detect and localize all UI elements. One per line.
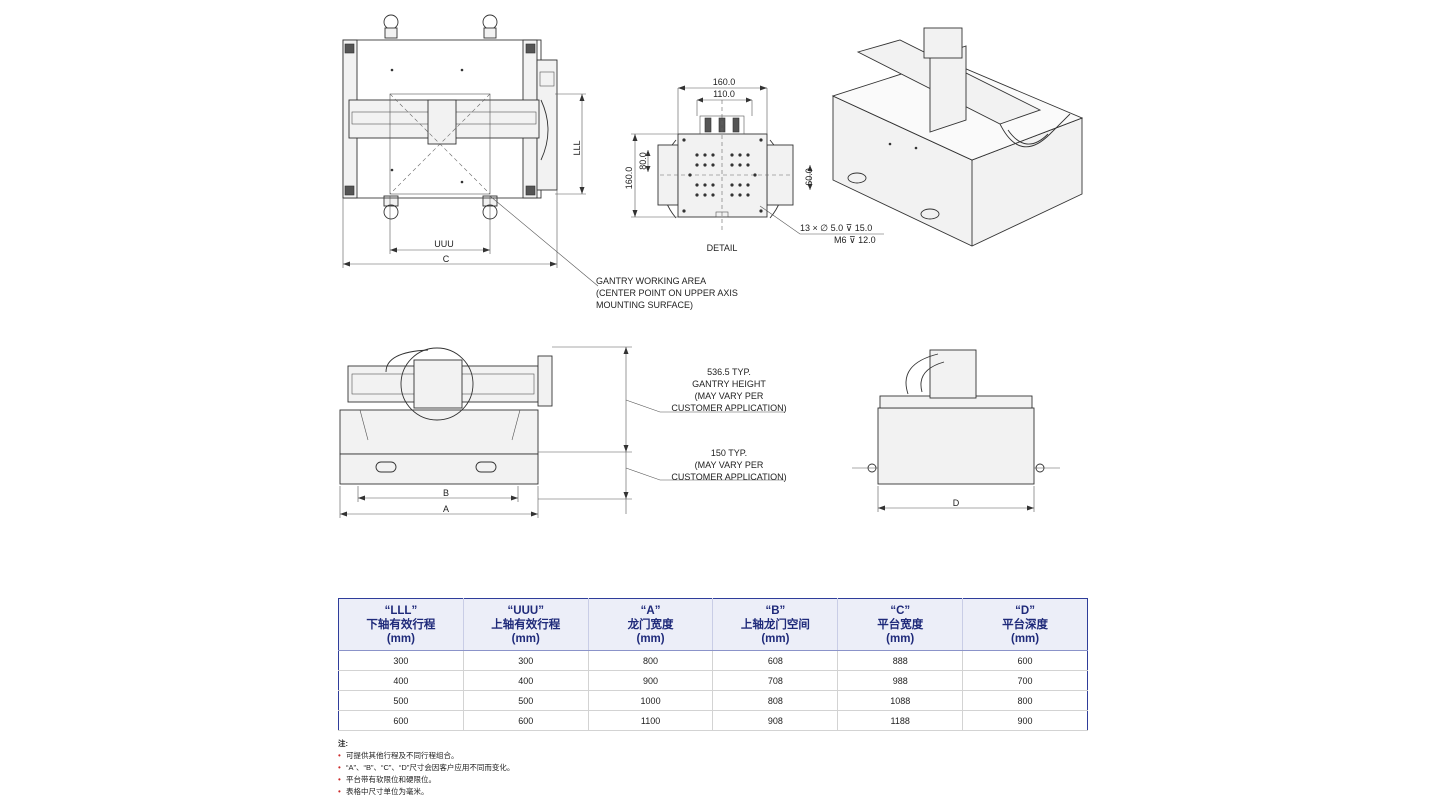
gantry-height-note: 536.5 TYP. GANTRY HEIGHT (MAY VARY PER C… xyxy=(671,367,786,413)
header-b: “B”上轴龙门空间(mm) xyxy=(712,598,839,651)
header-c: “C”平台宽度(mm) xyxy=(837,598,964,651)
svg-text:(MAY VARY PER: (MAY VARY PER xyxy=(695,460,764,470)
table-header-row: “LLL”下轴有效行程(mm) “UUU”上轴有效行程(mm) “A”龙门宽度(… xyxy=(338,598,1088,651)
lll-dim-label: LLL xyxy=(572,140,582,155)
svg-text:150 TYP.: 150 TYP. xyxy=(711,448,747,458)
svg-text:GANTRY WORKING AREA: GANTRY WORKING AREA xyxy=(596,276,706,286)
bullet-icon: • xyxy=(338,775,341,784)
bullet-icon: • xyxy=(338,787,341,796)
header-uuu: “UUU”上轴有效行程(mm) xyxy=(463,598,589,651)
svg-text:GANTRY HEIGHT: GANTRY HEIGHT xyxy=(692,379,766,389)
side-view: D xyxy=(852,349,1060,512)
header-a: “A”龙门宽度(mm) xyxy=(588,598,714,651)
bullet-icon: • xyxy=(338,763,341,772)
detail-view: 160.0 110.0 160.0 80.0 60.0 13 × ∅ 5.0 ⊽… xyxy=(624,77,884,253)
detail-hole-spec-1: 13 × ∅ 5.0 ⊽ 15.0 xyxy=(800,223,872,233)
notes-title: 注: xyxy=(338,739,348,748)
note-item: •平台带有软限位和硬限位。 xyxy=(338,775,436,784)
isometric-view xyxy=(831,27,1084,247)
note-item: •表格中尺寸单位为毫米。 xyxy=(338,787,429,796)
gantry-working-area-note: GANTRY WORKING AREA (CENTER POINT ON UPP… xyxy=(596,276,738,310)
svg-text:(MAY VARY PER: (MAY VARY PER xyxy=(695,391,764,401)
note-item: •“A”、“B”、“C”、“D”尺寸会因客户应用不同而变化。 xyxy=(338,763,515,772)
detail-dim-160v: 160.0 xyxy=(624,167,634,190)
header-lll: “LLL”下轴有效行程(mm) xyxy=(338,598,464,651)
c-dim-label: C xyxy=(443,254,450,264)
svg-text:CUSTOMER APPLICATION): CUSTOMER APPLICATION) xyxy=(671,472,786,482)
detail-dim-110: 110.0 xyxy=(713,89,735,99)
top-view: LLL UUU C xyxy=(342,14,599,287)
base-height-note: 150 TYP. (MAY VARY PER CUSTOMER APPLICAT… xyxy=(671,448,786,482)
note-item: •可提供其他行程及不同行程组合。 xyxy=(338,751,459,760)
technical-drawing: LLL UUU C GANTRY WORKING AREA (CENTER PO… xyxy=(339,14,1084,518)
detail-label: DETAIL xyxy=(707,243,738,253)
detail-dim-160: 160.0 xyxy=(713,77,736,87)
b-dim-label: B xyxy=(443,488,449,498)
bullet-icon: • xyxy=(338,751,341,760)
front-view: B A xyxy=(339,346,784,518)
svg-text:MOUNTING SURFACE): MOUNTING SURFACE) xyxy=(596,300,693,310)
svg-text:(CENTER POINT ON UPPER AXIS: (CENTER POINT ON UPPER AXIS xyxy=(596,288,738,298)
svg-text:CUSTOMER APPLICATION): CUSTOMER APPLICATION) xyxy=(671,403,786,413)
stroke-dimension-table: “LLL”下轴有效行程(mm) “UUU”上轴有效行程(mm) “A”龙门宽度(… xyxy=(338,598,1088,731)
a-dim-label: A xyxy=(443,504,449,514)
detail-hole-spec-2: M6 ⊽ 12.0 xyxy=(834,235,876,245)
notes-section: 注: •可提供其他行程及不同行程组合。 •“A”、“B”、“C”、“D”尺寸会因… xyxy=(338,738,514,798)
detail-dim-60: 60.0 xyxy=(804,168,814,186)
svg-text:536.5 TYP.: 536.5 TYP. xyxy=(707,367,751,377)
d-dim-label: D xyxy=(953,498,960,508)
header-d: “D”平台深度(mm) xyxy=(962,598,1088,651)
detail-dim-80: 80.0 xyxy=(638,152,648,170)
uuu-dim-label: UUU xyxy=(434,239,454,249)
